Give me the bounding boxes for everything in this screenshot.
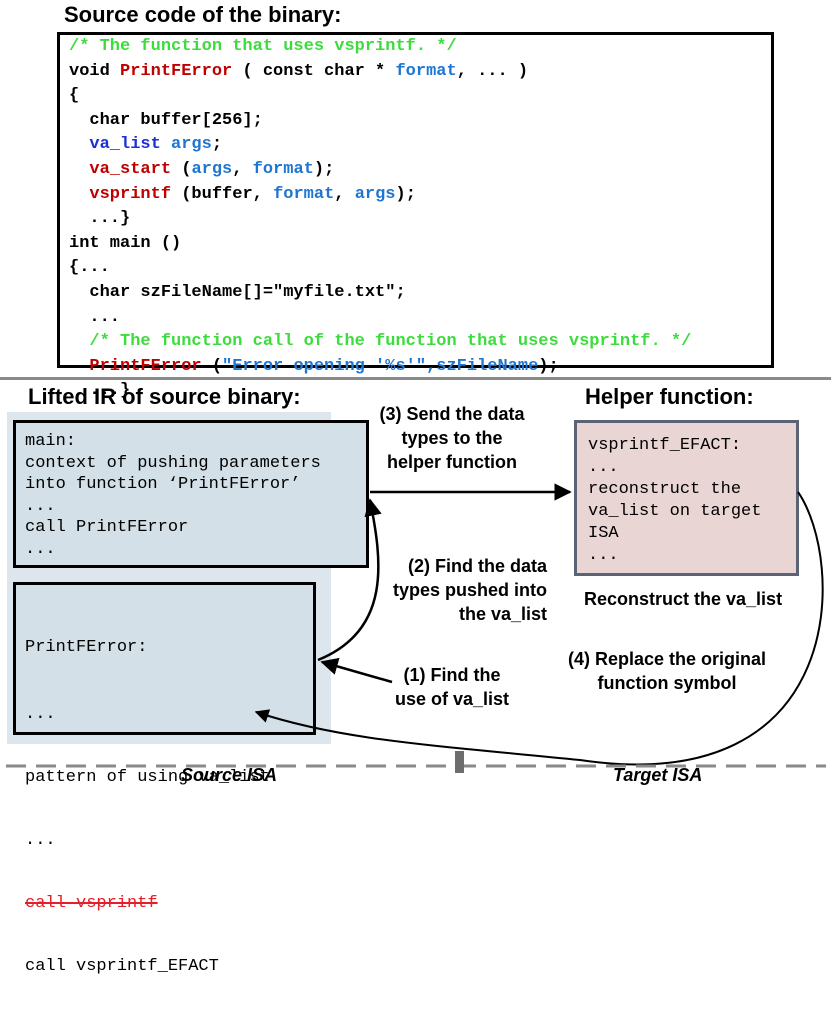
helper-line: ... — [588, 458, 619, 477]
code-token: ); — [538, 356, 559, 376]
code-token: , — [334, 184, 355, 204]
step4-label: (4) Replace the original function symbol — [546, 647, 788, 695]
step3-line: helper function — [387, 452, 517, 472]
source-code-line: /* The function call of the function tha… — [69, 330, 691, 355]
code-token: ; — [211, 135, 223, 155]
code-token: int main () — [69, 233, 182, 253]
code-token: {... — [69, 258, 110, 278]
helper-line: vsprintf_EFACT: — [588, 436, 742, 455]
arrow-find-data-types — [317, 498, 382, 662]
step2-line: types pushed into — [392, 580, 547, 600]
code-token: char szFileName[]="myfile.txt"; — [69, 282, 406, 302]
code-token: ...} — [69, 381, 131, 401]
ir-line: ... — [25, 831, 56, 850]
step1-line: use of va_list — [394, 689, 510, 709]
code-token: ( — [201, 356, 223, 376]
helper-line: reconstruct the — [588, 480, 742, 499]
code-token: void — [69, 61, 121, 81]
code-token: /* The function that uses vsprintf. */ — [69, 37, 457, 56]
diagram-overlay — [6, 483, 826, 773]
source-code-line: ... — [69, 306, 691, 331]
code-token: format — [395, 61, 457, 81]
code-token: ... — [69, 307, 121, 327]
step3-line: types to the — [401, 428, 503, 448]
ir-line: call PrintFError — [25, 518, 189, 537]
code-token: args — [191, 159, 233, 179]
isa-divider-marker — [455, 751, 464, 773]
code-token: ...} — [69, 209, 131, 229]
source-code-line: va_list args; — [69, 133, 691, 158]
code-token: ( const char * — [232, 61, 396, 81]
source-code-line: ...} — [69, 207, 691, 232]
source-code-line: /* The function that uses vsprintf. */ — [69, 35, 691, 60]
code-token: format — [273, 184, 335, 204]
ir-line: main: — [25, 432, 77, 451]
source-code-box: /* The function that uses vsprintf. */ vo… — [57, 32, 774, 400]
code-token: args — [354, 184, 396, 204]
source-code-line: { — [69, 84, 691, 109]
code-token: ( — [171, 159, 192, 179]
step4-line: function symbol — [597, 673, 737, 693]
code-token: , ... ) — [456, 61, 529, 81]
code-token: format — [252, 159, 314, 179]
step2-line: (2) Find the data — [408, 556, 547, 576]
source-code-line: void PrintFError ( const char * format, … — [69, 60, 691, 85]
code-token: ); — [313, 159, 335, 179]
ir-line: call vsprintf_EFACT — [25, 957, 219, 976]
source-code-title: Source code of the binary: — [64, 2, 342, 27]
code-token: , — [232, 159, 253, 179]
source-isa-label: Source ISA — [181, 765, 278, 785]
step2-line: the va_list — [458, 604, 547, 624]
helper-line: ISA — [588, 524, 619, 543]
code-token: PrintFError — [89, 356, 202, 376]
arrow-replace-symbol — [254, 491, 824, 766]
code-token: va_start — [89, 159, 172, 179]
source-code-line: {... — [69, 256, 691, 281]
ir-line: ... — [25, 705, 56, 724]
ir-line: into function ‘PrintFError’ — [25, 475, 301, 494]
struck-call-vsprintf: call vsprintf — [25, 894, 158, 913]
step4-line: (4) Replace the original — [567, 649, 767, 669]
ir-line: ... — [25, 539, 56, 559]
code-token: args — [171, 135, 212, 155]
section-divider — [0, 377, 831, 380]
helper-listing: vsprintf_EFACT:... reconstruct the va_list… — [588, 435, 761, 567]
lifted-ir-title: Lifted IR of source binary: — [28, 384, 301, 409]
main-ir-box: main: context of pushing parameters into f… — [13, 420, 369, 568]
source-code-line: va_start (args, format); — [69, 158, 691, 183]
step2-label: (2) Find the data types pushed into the … — [381, 554, 547, 626]
arrow-find-va-list — [320, 657, 393, 684]
code-token: "Error opening '%s'",szFileName — [222, 356, 539, 376]
helper-function-title: Helper function: — [585, 384, 754, 409]
helper-function-box: vsprintf_EFACT:... reconstruct the va_list… — [574, 420, 799, 576]
main-ir-listing: main: context of pushing parameters into f… — [25, 431, 321, 560]
ir-line: ... — [25, 496, 56, 516]
code-token: char buffer[256]; — [69, 110, 263, 130]
step3-label: (3) Send the data types to the helper fu… — [371, 402, 533, 474]
step3-line: (3) Send the data — [379, 404, 525, 424]
ir-line: pattern of using va_list — [25, 768, 270, 787]
source-code-line: int main () — [69, 232, 691, 257]
step1-line: (1) Find the — [403, 665, 501, 685]
helper-caption: Reconstruct the va_list — [584, 589, 783, 609]
step1-label: (1) Find the use of va_list — [382, 663, 522, 711]
source-code-line: ...} — [69, 379, 691, 404]
source-code-listing: /* The function that uses vsprintf. */ vo… — [69, 35, 691, 404]
ir-line: context of pushing parameters — [25, 453, 321, 473]
source-code-line: char szFileName[]="myfile.txt"; — [69, 281, 691, 306]
printferror-label: PrintFError: — [25, 638, 148, 657]
code-token: ); — [395, 184, 416, 204]
code-token: /* The function call of the function tha… — [69, 332, 692, 352]
helper-line: va_list on target — [588, 502, 762, 521]
code-token: { — [69, 86, 80, 106]
source-code-line: vsprintf (buffer, format, args); — [69, 183, 691, 208]
target-isa-label: Target ISA — [613, 765, 703, 785]
code-token: (buffer, — [171, 184, 274, 204]
source-code-line: PrintFError ("Error opening '%s'",szFile… — [69, 355, 691, 380]
helper-line: ... — [588, 546, 619, 565]
source-code-line: char buffer[256]; — [69, 109, 691, 134]
code-token: vsprintf — [89, 184, 172, 204]
code-token: va_list — [89, 135, 161, 155]
code-token: PrintFError — [120, 61, 233, 81]
